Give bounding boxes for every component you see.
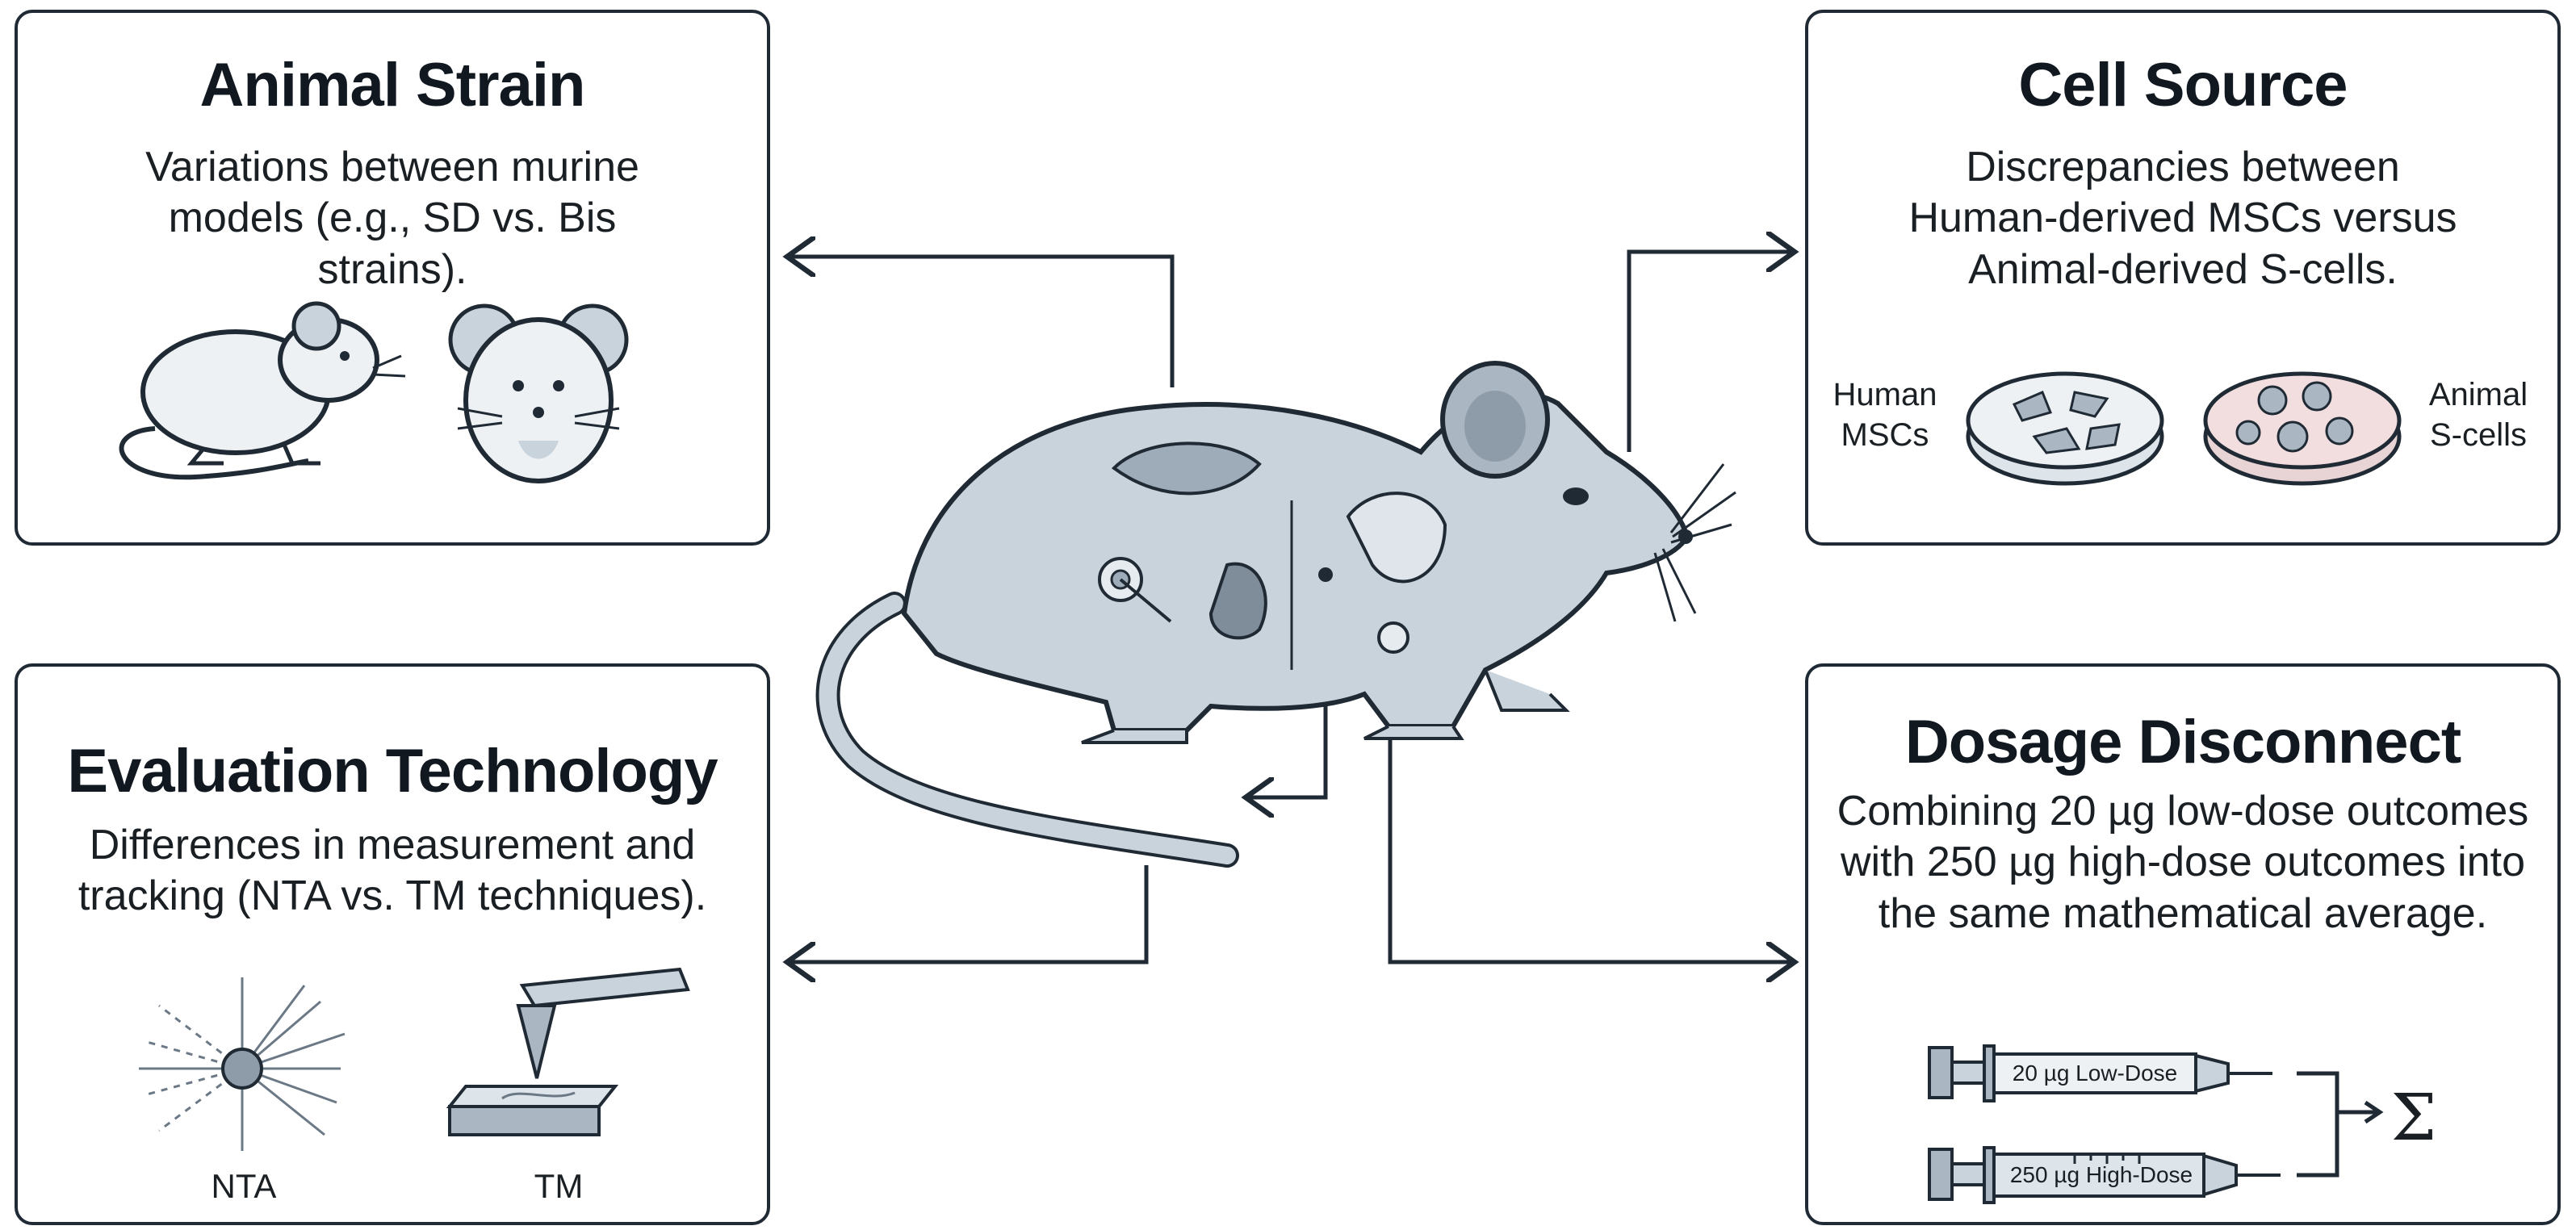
petri-dishes — [1808, 13, 2564, 549]
low-dose-label: 20 µg Low-Dose — [2002, 1061, 2188, 1086]
evaluation-illustrations — [18, 667, 773, 1228]
human-petri-dish-icon — [1968, 374, 2162, 483]
syringe-illustrations — [1808, 667, 2564, 1228]
bracket-connector — [2297, 1073, 2377, 1175]
sum-icon: Σ — [2385, 1080, 2442, 1155]
particle-scatter-icon — [139, 977, 345, 1151]
high-dose-label: 250 µg High-Dose — [2000, 1162, 2202, 1188]
evaluation-technology-panel: Evaluation Technology Differences in mea… — [15, 663, 770, 1225]
dosage-disconnect-panel: Dosage Disconnect Combining 20 µg low-do… — [1805, 663, 2561, 1225]
animal-petri-dish-icon — [2205, 374, 2399, 483]
animal-strain-panel: Animal Strain Variations between murine … — [15, 10, 770, 546]
cell-source-panel: Cell Source Discrepancies between Human-… — [1805, 10, 2561, 546]
strain-illustrations — [18, 13, 773, 549]
side-mouse-icon — [122, 303, 405, 477]
front-mouse-icon — [450, 306, 626, 481]
microscope-tip-icon — [450, 969, 688, 1135]
